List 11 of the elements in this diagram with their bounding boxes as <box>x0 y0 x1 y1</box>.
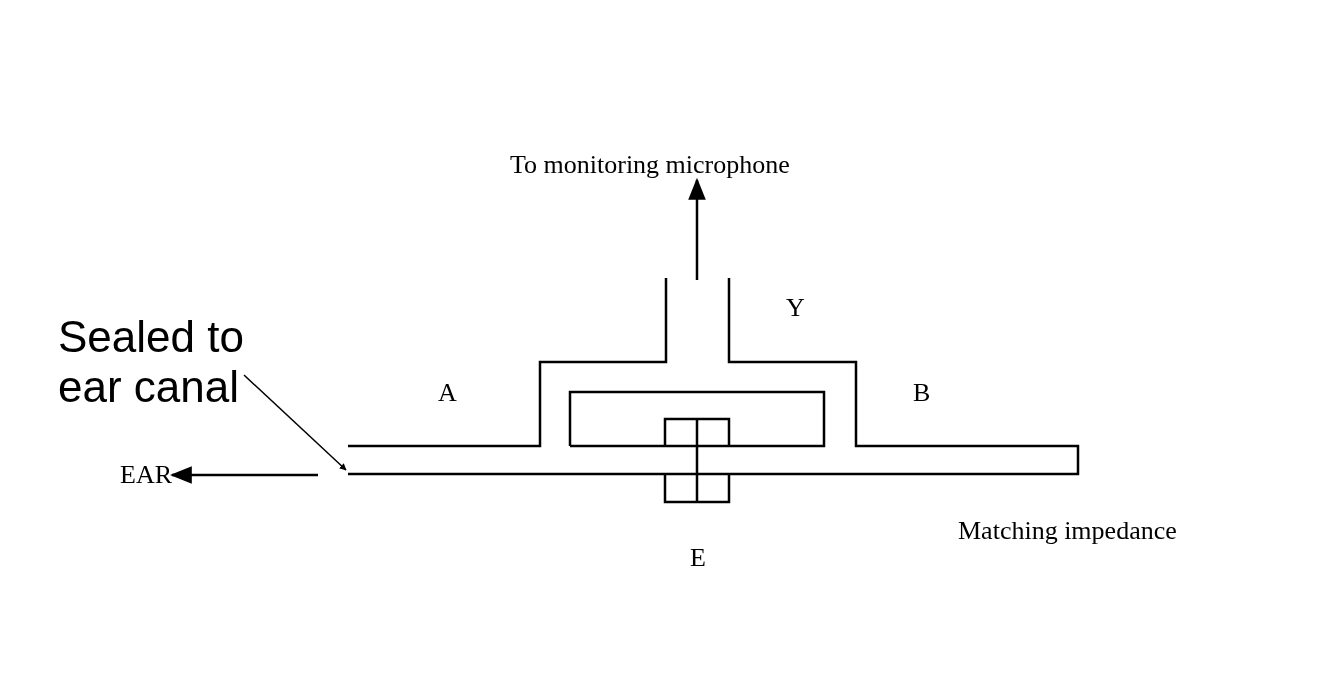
region-label: A <box>438 378 457 408</box>
leader-line <box>243 374 347 471</box>
part-label: Matching impedance <box>958 516 1177 546</box>
annotation-text: Sealed to ear canal <box>58 312 244 412</box>
region-label: Y <box>786 293 805 323</box>
region-label: E <box>690 543 706 573</box>
region-label: B <box>913 378 931 408</box>
output-label: To monitoring microphone <box>510 150 790 180</box>
direction-arrow <box>169 466 318 484</box>
direction-arrow <box>688 177 706 280</box>
ear-label: EAR <box>120 460 172 490</box>
